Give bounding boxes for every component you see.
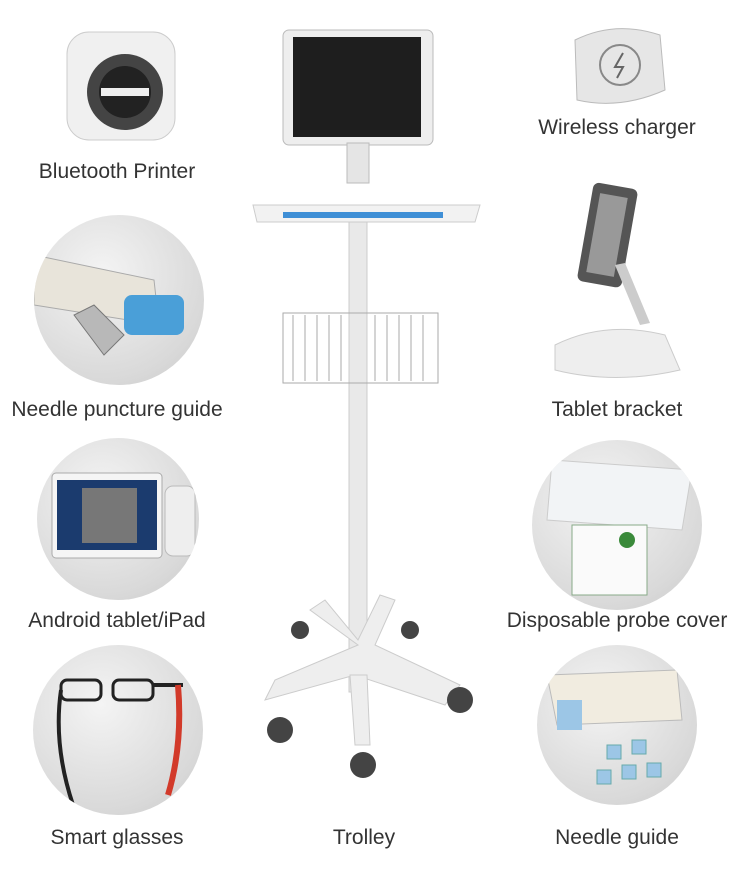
probe-cover-icon [532,440,702,610]
needle-puncture-guide-label: Needle puncture guide [11,398,223,421]
wireless-charger-icon [565,20,670,112]
needle-guide-label: Needle guide [555,826,679,849]
smart-glasses-label: Smart glasses [50,826,184,849]
trolley-label: Trolley [332,826,396,849]
trolley-icon [245,25,490,800]
printer-icon [65,28,177,143]
probe-cover-label: Disposable probe cover [506,609,728,632]
android-tablet-label: Android tablet/iPad [28,609,206,632]
tablet-icon [37,438,199,600]
bluetooth-printer-label: Bluetooth Printer [38,160,196,183]
tablet-bracket-label: Tablet bracket [551,398,683,421]
wireless-charger-label: Wireless charger [538,116,696,139]
ultrasound-probe-icon [34,215,204,385]
glasses-icon [33,645,203,815]
tablet-stand-icon [545,175,690,385]
needle-guide-icon [537,645,697,805]
